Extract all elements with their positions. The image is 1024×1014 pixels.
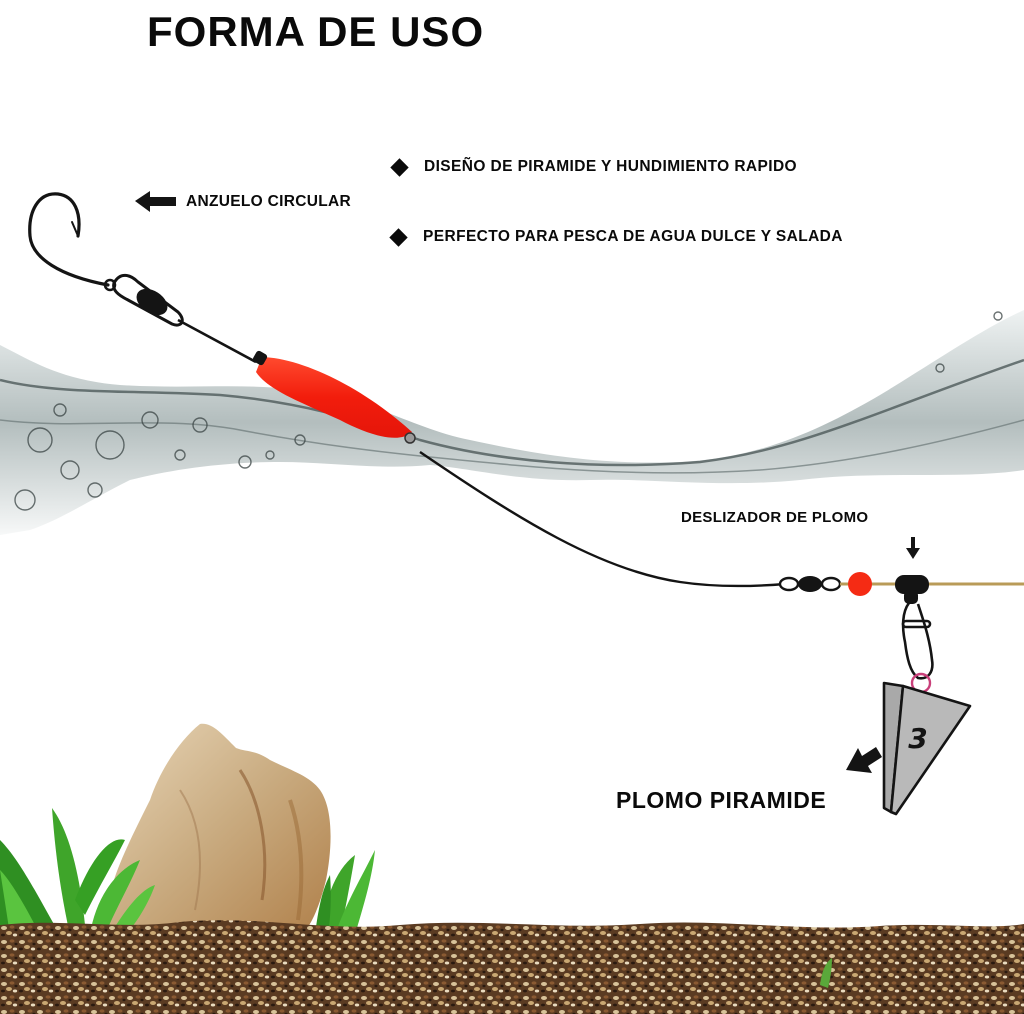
- bottom-swivel: [778, 576, 842, 592]
- red-bead: [848, 572, 872, 596]
- slider-arrow-icon: [906, 537, 920, 559]
- small-plant-sprout: [820, 958, 832, 988]
- page-title: FORMA DE USO: [147, 8, 485, 55]
- sinker-slider: [895, 575, 929, 604]
- red-float: [252, 350, 416, 444]
- hook-callout-label: ANZUELO CIRCULAR: [186, 193, 351, 210]
- water-splash: [0, 310, 1024, 535]
- sinker-arrow-icon: [846, 747, 882, 773]
- sinker-callout-label: PLOMO PIRAMIDE: [616, 787, 827, 813]
- hook-arrow-icon: [135, 191, 176, 212]
- diamond-bullet-icon: [390, 157, 409, 177]
- gravel-substrate: [0, 920, 1024, 1014]
- circle-hook: [28, 192, 110, 287]
- feature-text: DISEÑO DE PIRAMIDE Y HUNDIMIENTO RAPIDO: [424, 158, 798, 175]
- diamond-bullet-icon: [389, 227, 408, 247]
- aquatic-plant-left: [0, 808, 155, 935]
- pyramid-sinker: [882, 681, 972, 816]
- aquatic-plant-right: [315, 850, 375, 935]
- top-swivel: [103, 273, 257, 364]
- snap-clip: [901, 602, 934, 680]
- feature-text: PERFECTO PARA PESCA DE AGUA DULCE Y SALA…: [423, 228, 843, 245]
- feature-item: PERFECTO PARA PESCA DE AGUA DULCE Y SALA…: [389, 227, 843, 247]
- sinker-weight-number: 3: [908, 722, 927, 755]
- leader-line: [419, 451, 786, 588]
- slider-callout-label: DESLIZADOR DE PLOMO: [681, 509, 869, 526]
- rock: [107, 723, 331, 935]
- feature-item: DISEÑO DE PIRAMIDE Y HUNDIMIENTO RAPIDO: [390, 157, 798, 177]
